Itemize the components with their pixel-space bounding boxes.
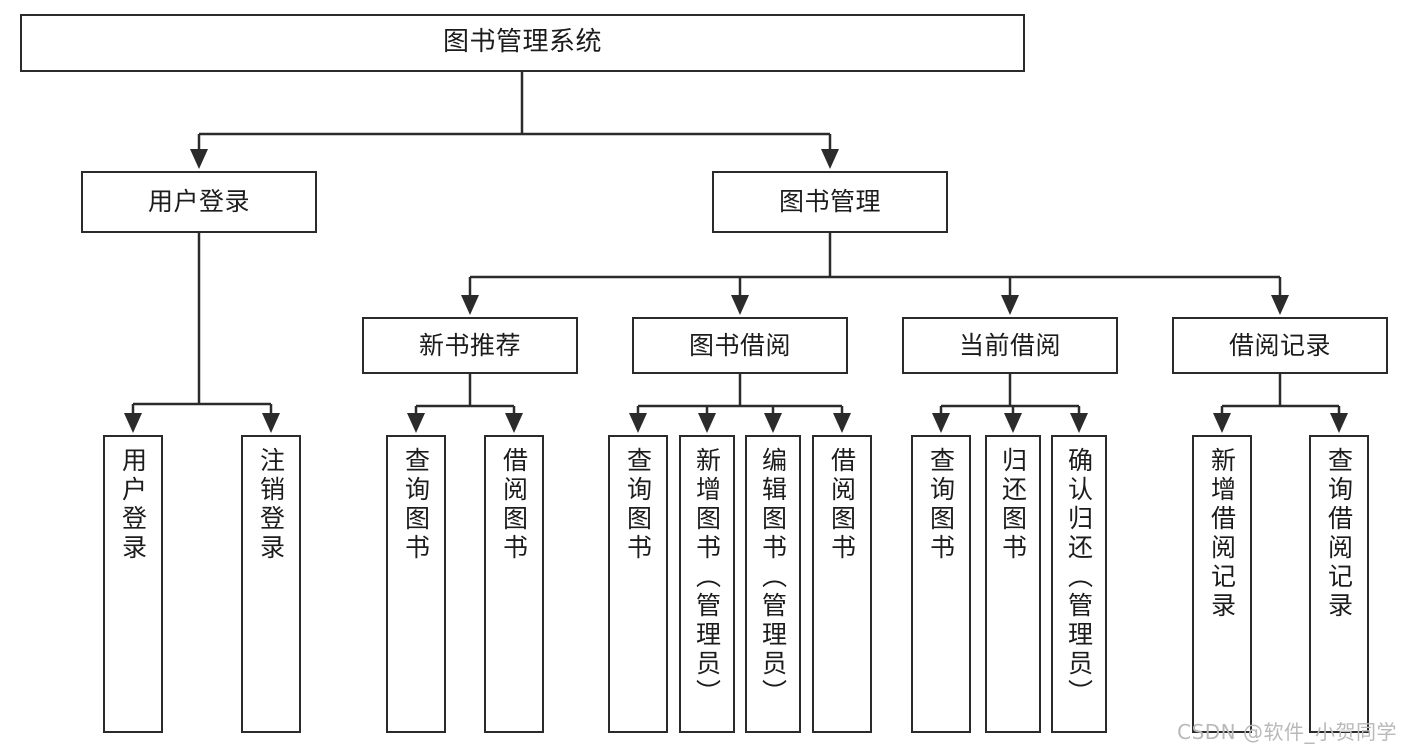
node-leaf-add-borrow-record-label: 新增借阅记录 <box>1207 447 1237 621</box>
node-leaf-user-login-action-label: 用户登录 <box>118 447 148 563</box>
node-leaf-add-book-admin[interactable]: 新增图书（管理员） <box>679 435 735 733</box>
connector-arrowhead-borrow-record-to-leaves-1 <box>1330 413 1348 433</box>
node-leaf-return-book[interactable]: 归还图书 <box>985 435 1041 733</box>
node-leaf-borrow-book-action-label: 借阅图书 <box>827 447 857 563</box>
node-level3-borrow-record[interactable]: 借阅记录 <box>1172 317 1388 374</box>
node-level2-user-login-label: 用户登录 <box>147 187 250 216</box>
node-level3-new-book-recommend-label: 新书推荐 <box>418 330 521 360</box>
node-leaf-user-login-action[interactable]: 用户登录 <box>103 435 163 733</box>
node-leaf-confirm-return-admin-label: 确认归还（管理员） <box>1064 447 1094 708</box>
node-level2-book-management-label: 图书管理 <box>778 187 881 216</box>
connector-arrowhead-borrow-record-to-leaves-0 <box>1213 413 1231 433</box>
connector-arrowhead-new-book-recommend-to-leaves-0 <box>407 413 425 433</box>
connector-arrowhead-book-management-to-level3-3 <box>1271 295 1289 315</box>
node-leaf-query-book-current-label: 查询图书 <box>926 447 956 563</box>
connector-arrowhead-current-borrow-to-leaves-2 <box>1070 413 1088 433</box>
node-leaf-edit-book-admin-label: 编辑图书（管理员） <box>758 447 788 708</box>
node-leaf-query-borrow-record-label: 查询借阅记录 <box>1324 447 1354 621</box>
node-root[interactable]: 图书管理系统 <box>20 14 1025 72</box>
node-leaf-return-book-label: 归还图书 <box>998 447 1028 563</box>
node-leaf-query-book-recommend-label: 查询图书 <box>401 447 431 563</box>
node-level2-book-management[interactable]: 图书管理 <box>712 171 948 233</box>
node-level3-new-book-recommend[interactable]: 新书推荐 <box>362 317 578 374</box>
connector-arrowhead-book-borrow-to-leaves-1 <box>698 413 716 433</box>
node-level3-book-borrow-label: 图书借阅 <box>688 330 791 360</box>
node-leaf-borrow-book-recommend-label: 借阅图书 <box>499 447 529 563</box>
connector-arrowhead-book-borrow-to-leaves-2 <box>764 413 782 433</box>
node-leaf-logout-action-label: 注销登录 <box>256 447 286 563</box>
connector-arrowhead-current-borrow-to-leaves-1 <box>1004 413 1022 433</box>
connector-arrowhead-book-management-to-level3-0 <box>461 295 479 315</box>
node-leaf-query-book-borrow[interactable]: 查询图书 <box>608 435 668 733</box>
connector-arrowhead-current-borrow-to-leaves-0 <box>932 413 950 433</box>
node-level2-user-login[interactable]: 用户登录 <box>81 171 317 233</box>
node-root-label: 图书管理系统 <box>442 27 602 58</box>
node-leaf-confirm-return-admin[interactable]: 确认归还（管理员） <box>1051 435 1107 733</box>
node-leaf-add-book-admin-label: 新增图书（管理员） <box>692 447 722 708</box>
node-leaf-query-book-borrow-label: 查询图书 <box>623 447 653 563</box>
node-leaf-borrow-book-recommend[interactable]: 借阅图书 <box>484 435 544 733</box>
connector-arrowhead-book-borrow-to-leaves-3 <box>833 413 851 433</box>
node-leaf-query-borrow-record[interactable]: 查询借阅记录 <box>1309 435 1369 733</box>
node-level3-book-borrow[interactable]: 图书借阅 <box>632 317 848 374</box>
node-leaf-logout-action[interactable]: 注销登录 <box>241 435 301 733</box>
node-leaf-add-borrow-record[interactable]: 新增借阅记录 <box>1192 435 1252 733</box>
node-leaf-query-book-current[interactable]: 查询图书 <box>911 435 971 733</box>
connector-arrowhead-book-management-to-level3-1 <box>731 295 749 315</box>
connector-arrowhead-book-management-to-level3-2 <box>1001 295 1019 315</box>
connector-arrowhead-book-borrow-to-leaves-0 <box>629 413 647 433</box>
connector-arrowhead-root-to-level2-1 <box>821 149 839 169</box>
connector-arrowhead-user-login-to-leaves-0 <box>124 413 142 433</box>
node-leaf-edit-book-admin[interactable]: 编辑图书（管理员） <box>745 435 801 733</box>
node-level3-current-borrow-label: 当前借阅 <box>958 330 1061 360</box>
node-level3-current-borrow[interactable]: 当前借阅 <box>902 317 1118 374</box>
connector-arrowhead-new-book-recommend-to-leaves-1 <box>505 413 523 433</box>
watermark-text: CSDN @软件_小贺同学 <box>1177 720 1397 744</box>
node-level3-borrow-record-label: 借阅记录 <box>1228 330 1331 360</box>
connector-arrowhead-root-to-level2-0 <box>190 149 208 169</box>
connector-arrowhead-user-login-to-leaves-1 <box>262 413 280 433</box>
node-leaf-query-book-recommend[interactable]: 查询图书 <box>386 435 446 733</box>
node-leaf-borrow-book-action[interactable]: 借阅图书 <box>812 435 872 733</box>
